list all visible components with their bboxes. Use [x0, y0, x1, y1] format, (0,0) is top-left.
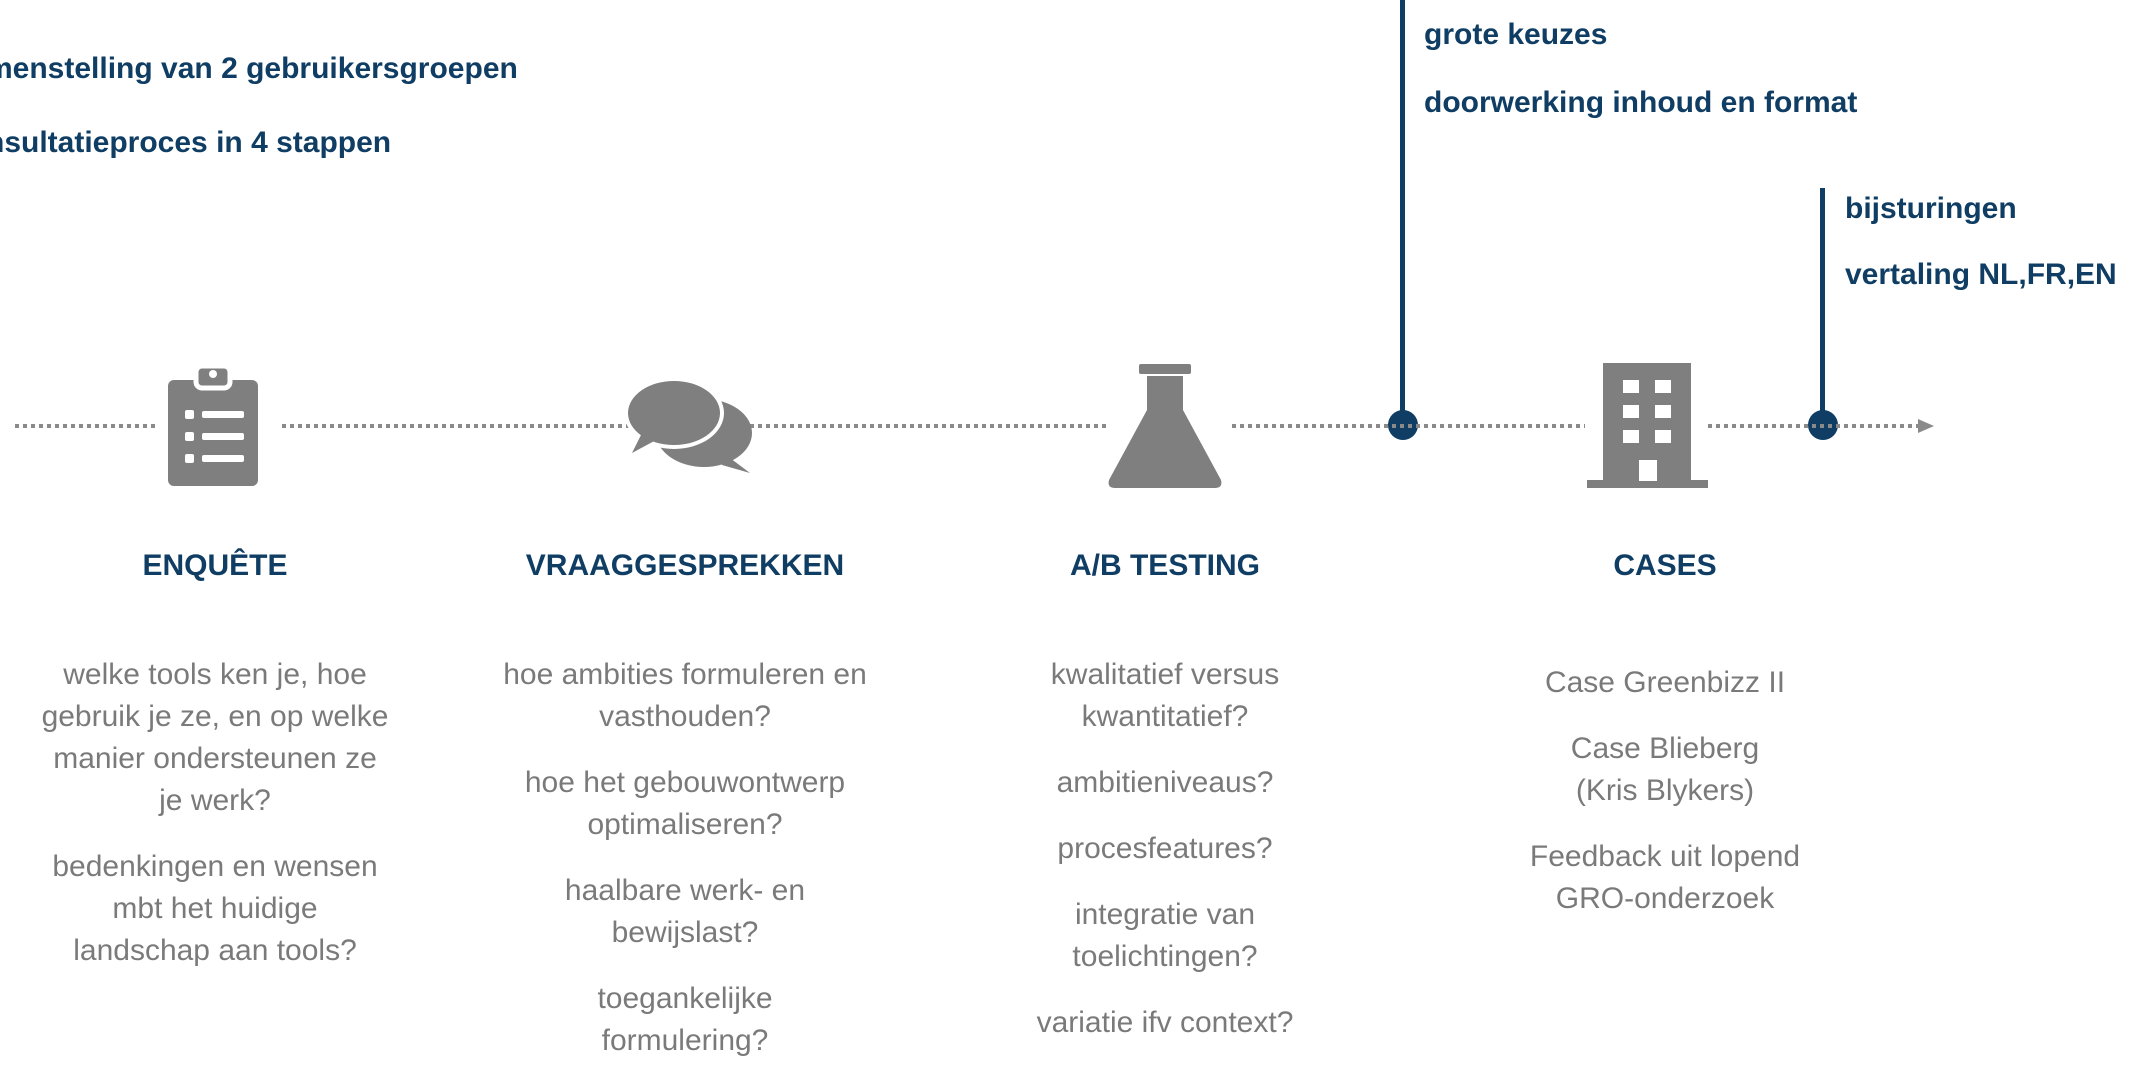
stage-title-cases: CASES	[1613, 549, 1717, 582]
list-item: haalbare werk- en bewijslast?	[564, 874, 806, 949]
chat-bubbles-icon	[624, 377, 752, 473]
list-item: welke tools ken je, hoe gebruik je ze, e…	[41, 658, 389, 817]
stage-ab-testing-list: kwalitatief versus kwantitatief? ambitie…	[1000, 654, 1330, 1068]
milestone-2-item-1: bijsturingen	[1845, 192, 2017, 225]
timeline-arrow	[15, 419, 1934, 433]
stage-title-ab-testing: A/B TESTING	[1069, 549, 1260, 582]
stage-title-vraaggesprekken: VRAAGGESPREKKEN	[525, 549, 845, 582]
list-item: procesfeatures?	[1057, 832, 1273, 865]
list-item: variatie ifv context?	[1036, 1006, 1294, 1039]
stage-title-enquete: ENQUÊTE	[142, 549, 288, 582]
milestone-2-stem	[1820, 188, 1825, 425]
milestone-1-item-2: doorwerking inhoud en format	[1424, 86, 1858, 119]
flask-icon	[1108, 364, 1222, 488]
list-item: toegankelijke formulering?	[597, 982, 773, 1057]
list-item: ambitieniveaus?	[1056, 766, 1274, 799]
list-item: Case Greenbizz II	[1544, 666, 1786, 699]
milestone-1-item-1: grote keuzes	[1424, 18, 1608, 51]
stage-vraaggesprekken-list: hoe ambities formuleren en vasthouden? h…	[480, 654, 890, 1086]
list-item: kwalitatief versus kwantitatief?	[1050, 658, 1280, 733]
intro-line-2: nsultatieproces in 4 stappen	[0, 126, 392, 159]
list-item: Feedback uit lopend GRO-onderzoek	[1529, 840, 1801, 915]
list-item: bedenkingen en wensen mbt het huidige la…	[52, 850, 378, 967]
list-item: integratie van toelichtingen?	[1072, 898, 1258, 973]
list-item: Case Blieberg (Kris Blykers)	[1570, 732, 1760, 807]
milestone-2-item-2: vertaling NL,FR,EN	[1845, 258, 2117, 291]
building-icon	[1587, 363, 1708, 488]
list-item: hoe ambities formuleren en vasthouden?	[503, 658, 867, 733]
list-item: hoe het gebouwontwerp optimaliseren?	[524, 766, 846, 841]
stage-enquete-list: welke tools ken je, hoe gebruik je ze, e…	[40, 654, 390, 996]
intro-line-1: menstelling van 2 gebruikersgroepen	[0, 52, 518, 85]
milestone-1-stem	[1400, 0, 1405, 425]
stage-cases-list: Case Greenbizz II Case Blieberg (Kris Bl…	[1480, 662, 1850, 944]
clipboard-list-icon	[168, 363, 258, 486]
